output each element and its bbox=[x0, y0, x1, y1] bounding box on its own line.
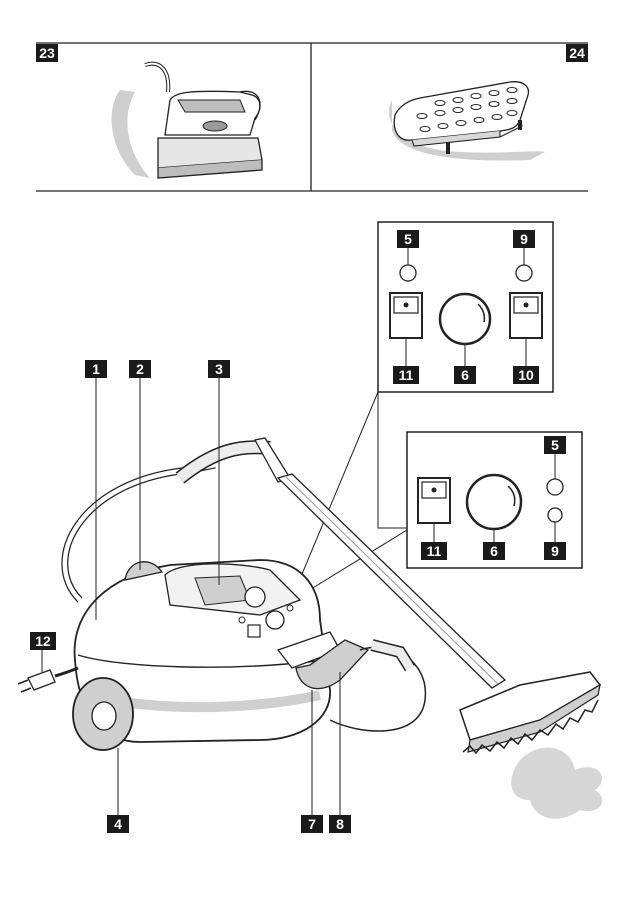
label-9-top: 9 bbox=[513, 230, 535, 248]
indicator-lamp-9-bottom bbox=[548, 508, 562, 522]
steam-iron-illustration bbox=[112, 64, 262, 178]
switch-10-top bbox=[510, 293, 542, 338]
label-10-top: 10 bbox=[513, 366, 539, 384]
indicator-lamp-5-bottom bbox=[547, 479, 563, 495]
figure-number-24: 24 bbox=[566, 44, 588, 62]
label-11-bottom: 11 bbox=[421, 542, 447, 560]
label-12-plug: 12 bbox=[30, 632, 56, 650]
label-4-wheel: 4 bbox=[107, 815, 129, 833]
indicator-lamp-9-top bbox=[516, 265, 532, 281]
perforated-plate-illustration bbox=[389, 82, 545, 161]
figure-number-23: 23 bbox=[36, 44, 58, 62]
label-1-housing: 1 bbox=[85, 360, 107, 378]
label-5-bottom: 5 bbox=[544, 436, 566, 454]
switch-11-top bbox=[390, 293, 422, 338]
label-3-control-area: 3 bbox=[208, 360, 230, 378]
label-8-hose-grip: 8 bbox=[329, 815, 351, 833]
switch-11-bottom bbox=[418, 478, 450, 523]
label-6-top: 6 bbox=[454, 366, 476, 384]
label-6-bottom: 6 bbox=[483, 542, 505, 560]
label-2-handle: 2 bbox=[129, 360, 151, 378]
label-9-bottom: 9 bbox=[544, 542, 566, 560]
dial-6-bottom bbox=[467, 475, 521, 529]
indicator-lamp-5-top bbox=[400, 265, 416, 281]
label-7-hose-connector: 7 bbox=[301, 815, 323, 833]
dial-6-top bbox=[440, 294, 490, 344]
label-5-top: 5 bbox=[397, 230, 419, 248]
label-11-top: 11 bbox=[393, 366, 419, 384]
